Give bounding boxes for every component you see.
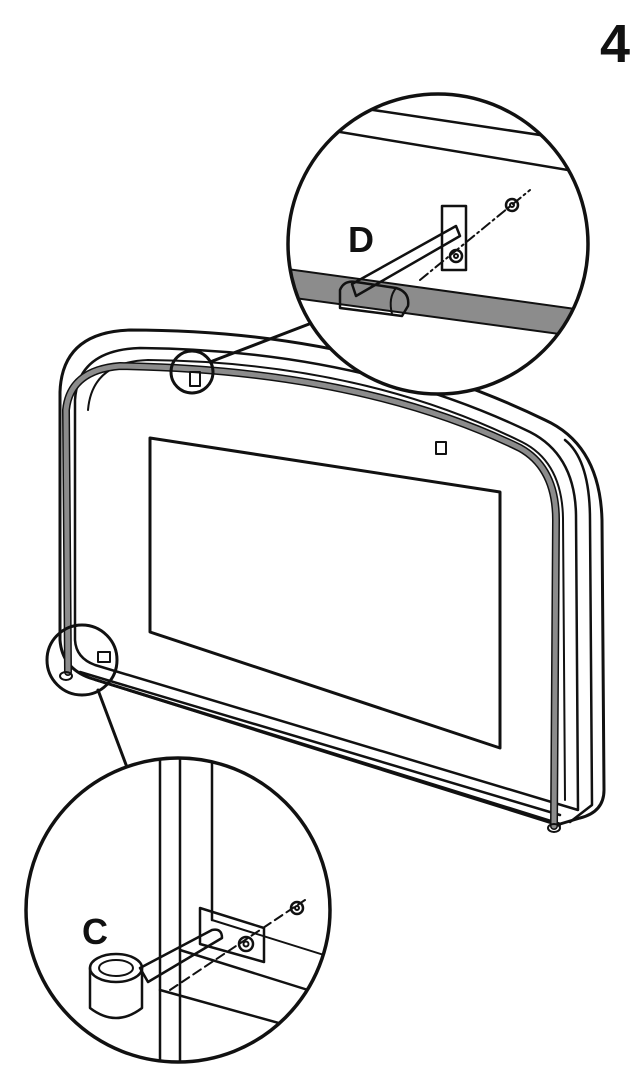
callout-label-c: C [82,911,108,952]
detail-callout-top: D [286,92,590,396]
step-number: 4 [600,14,630,74]
callout-label-d: D [348,219,374,260]
headboard-panel [58,328,606,827]
detail-marker-top [169,349,215,395]
detail-marker-bottom [45,623,119,697]
rail-tube [59,361,561,833]
detail-callout-bottom: C [24,756,332,1064]
